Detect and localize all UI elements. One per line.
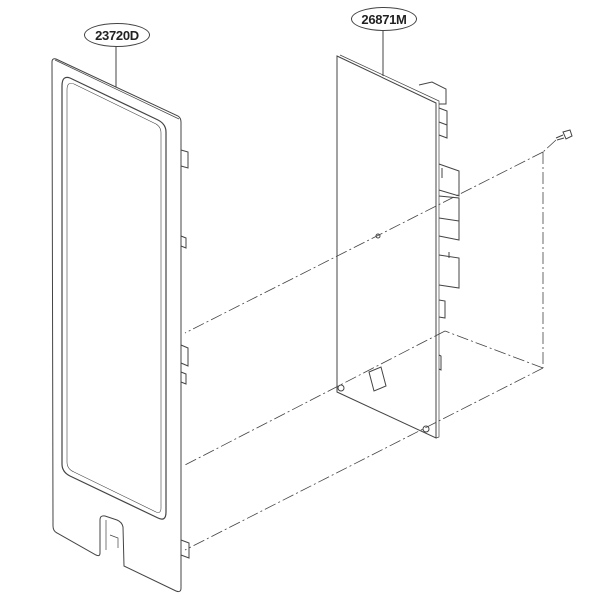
front-panel-drawing (51, 58, 190, 593)
assembly-guide-lines (184, 139, 557, 551)
control-board-drawing (336, 54, 460, 439)
screw-drawing (555, 129, 573, 141)
part-callout-23720D: 23720D (84, 23, 150, 47)
part-callout-26871M: 26871M (351, 7, 417, 31)
